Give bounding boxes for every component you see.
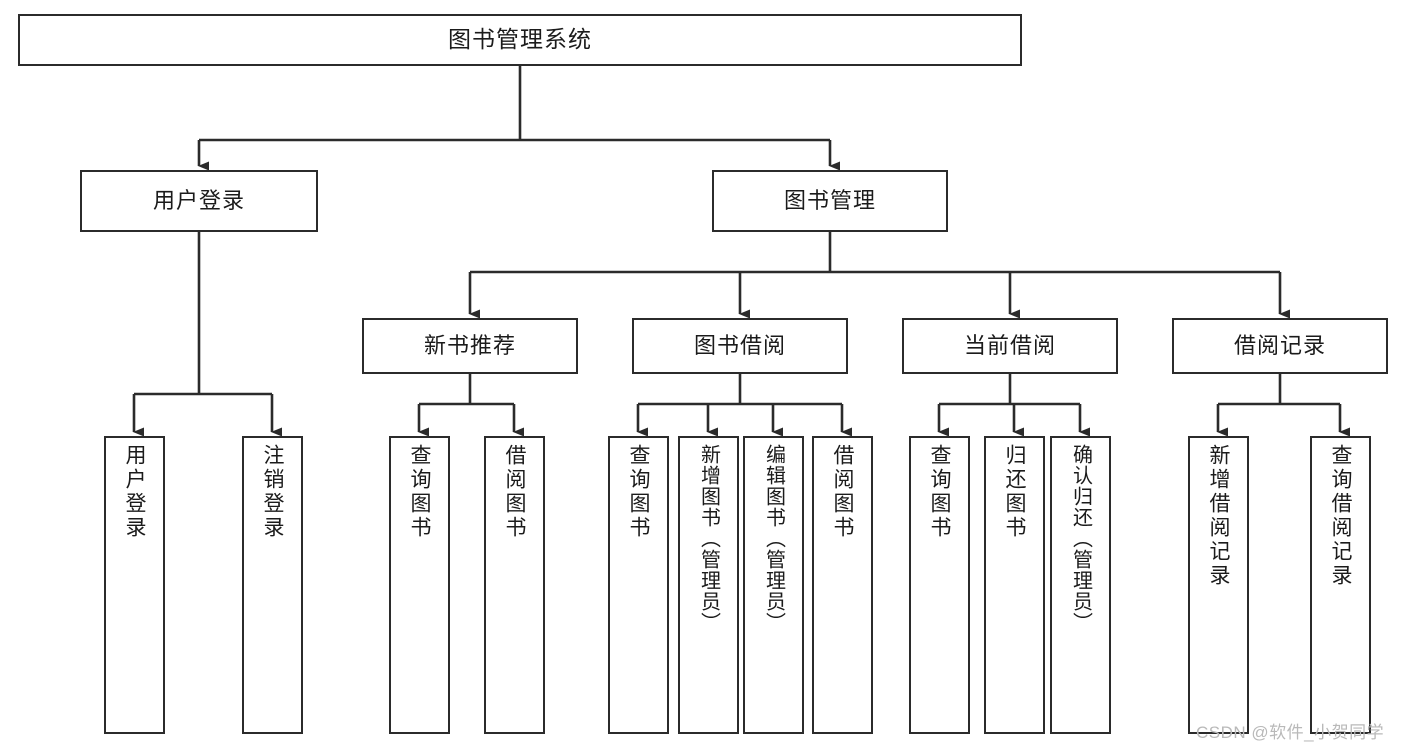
node-book-borrow[interactable]: 图书借阅 — [632, 318, 848, 374]
node-current-borrow[interactable]: 当前借阅 — [902, 318, 1118, 374]
node-leaf-user-login[interactable]: 用户登录 — [104, 436, 165, 734]
node-leaf-borrow-book-rec-label: 借阅图书 — [503, 444, 526, 540]
node-leaf-edit-book-label: 编辑图书（管理员） — [762, 444, 785, 633]
node-leaf-user-logout[interactable]: 注销登录 — [242, 436, 303, 734]
node-book-manage[interactable]: 图书管理 — [712, 170, 948, 232]
node-leaf-query-book-cur-label: 查询图书 — [928, 444, 951, 540]
node-leaf-return-book-label: 归还图书 — [1003, 444, 1026, 540]
node-book-borrow-label: 图书借阅 — [693, 333, 786, 359]
node-borrow-record-label: 借阅记录 — [1233, 333, 1326, 359]
node-leaf-query-record-label: 查询借阅记录 — [1329, 444, 1352, 588]
node-user-login-label: 用户登录 — [152, 188, 245, 214]
node-leaf-borrow-book-rec[interactable]: 借阅图书 — [484, 436, 545, 734]
node-leaf-query-book-rec[interactable]: 查询图书 — [389, 436, 450, 734]
node-leaf-borrow-book[interactable]: 借阅图书 — [812, 436, 873, 734]
node-leaf-user-logout-label: 注销登录 — [261, 444, 284, 540]
node-leaf-query-book-borrow-label: 查询图书 — [627, 444, 650, 540]
node-leaf-confirm-return-label: 确认归还（管理员） — [1069, 444, 1092, 633]
node-leaf-query-book-cur[interactable]: 查询图书 — [909, 436, 970, 734]
node-leaf-query-record[interactable]: 查询借阅记录 — [1310, 436, 1371, 734]
node-leaf-edit-book[interactable]: 编辑图书（管理员） — [743, 436, 804, 734]
node-root-label: 图书管理系统 — [448, 26, 592, 53]
node-new-book-rec-label: 新书推荐 — [423, 333, 516, 359]
node-leaf-add-record-label: 新增借阅记录 — [1207, 444, 1230, 588]
node-borrow-record[interactable]: 借阅记录 — [1172, 318, 1388, 374]
node-leaf-query-book-borrow[interactable]: 查询图书 — [608, 436, 669, 734]
node-leaf-add-book[interactable]: 新增图书（管理员） — [678, 436, 739, 734]
csdn-watermark: CSDN @软件_小贺同学 — [1196, 723, 1385, 742]
node-new-book-rec[interactable]: 新书推荐 — [362, 318, 578, 374]
node-leaf-user-login-label: 用户登录 — [123, 444, 146, 540]
node-root[interactable]: 图书管理系统 — [18, 14, 1022, 66]
node-leaf-query-book-rec-label: 查询图书 — [408, 444, 431, 540]
node-leaf-confirm-return[interactable]: 确认归还（管理员） — [1050, 436, 1111, 734]
node-user-login[interactable]: 用户登录 — [80, 170, 318, 232]
node-book-manage-label: 图书管理 — [783, 188, 876, 214]
node-leaf-return-book[interactable]: 归还图书 — [984, 436, 1045, 734]
node-leaf-borrow-book-label: 借阅图书 — [831, 444, 854, 540]
node-current-borrow-label: 当前借阅 — [963, 333, 1056, 359]
node-leaf-add-book-label: 新增图书（管理员） — [697, 444, 720, 633]
node-leaf-add-record[interactable]: 新增借阅记录 — [1188, 436, 1249, 734]
